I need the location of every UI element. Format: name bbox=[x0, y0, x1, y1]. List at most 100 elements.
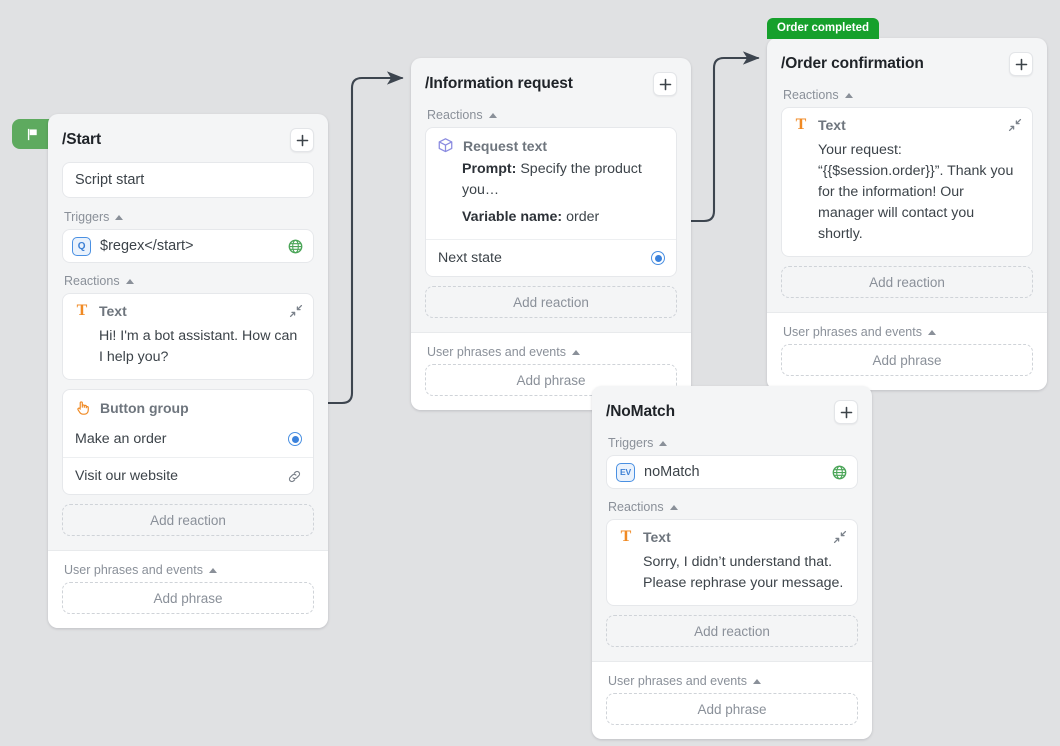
button-item-label: Next state bbox=[438, 250, 502, 267]
field-variable-name-key: Variable name: bbox=[462, 209, 563, 226]
question-badge-icon: Q bbox=[72, 236, 91, 256]
reaction-header: T Text bbox=[63, 294, 313, 324]
plus-icon bbox=[840, 406, 852, 418]
collapse-icon[interactable] bbox=[289, 304, 303, 318]
triggers-section-label-start[interactable]: Triggers bbox=[62, 208, 314, 229]
chevron-up-icon bbox=[659, 440, 668, 446]
node-nomatch[interactable]: /NoMatch Triggers EV noMatch bbox=[592, 386, 872, 740]
button-item-visit-our-website[interactable]: Visit our website bbox=[63, 457, 313, 494]
node-start-body: /Start Script start Triggers Q $regex</s… bbox=[48, 114, 328, 550]
node-order-confirmation[interactable]: Order completed /Order confirmation Reac… bbox=[767, 18, 1047, 391]
user-phrases-section-label-information-request[interactable]: User phrases and events bbox=[425, 343, 677, 364]
trigger-row-regex[interactable]: Q $regex</start> bbox=[62, 229, 314, 263]
add-reaction-button-start[interactable]: Add reaction bbox=[62, 504, 314, 537]
link-icon[interactable] bbox=[287, 469, 302, 484]
chevron-up-icon bbox=[571, 349, 580, 355]
chevron-up-icon bbox=[669, 504, 678, 510]
user-phrases-label-text: User phrases and events bbox=[427, 345, 566, 360]
triggers-label-text: Triggers bbox=[64, 210, 110, 224]
user-phrases-section-label-nomatch[interactable]: User phrases and events bbox=[606, 672, 858, 693]
chevron-up-icon bbox=[488, 112, 497, 118]
reactions-label-text: Reactions bbox=[608, 500, 664, 514]
reactions-section-label-nomatch[interactable]: Reactions bbox=[606, 498, 858, 519]
radio-selected-icon[interactable] bbox=[288, 432, 302, 447]
triggers-label-text: Triggers bbox=[608, 436, 654, 450]
node-information-request-body: /Information request Reactions Re bbox=[411, 58, 691, 332]
trigger-text: noMatch bbox=[644, 464, 700, 480]
flag-icon bbox=[27, 128, 37, 140]
globe-icon[interactable] bbox=[832, 465, 847, 480]
reaction-text-body: Hi! I'm a bot assistant. How can I help … bbox=[99, 328, 298, 366]
add-block-button-information-request[interactable] bbox=[653, 72, 677, 96]
collapse-icon[interactable] bbox=[833, 530, 847, 544]
reaction-text-body: Your request: “{{$session.order}}”. Than… bbox=[818, 142, 1014, 243]
user-phrases-panel-start: User phrases and events Add phrase bbox=[48, 550, 328, 629]
reaction-name: Text bbox=[643, 529, 671, 545]
reaction-card-text[interactable]: T Text Sorry, I didn’t understand that. … bbox=[606, 519, 858, 607]
button-item-label: Visit our website bbox=[75, 468, 179, 485]
node-start-header: /Start bbox=[62, 126, 314, 162]
node-information-request-header: /Information request bbox=[425, 70, 677, 106]
reaction-text-body: Sorry, I didn’t understand that. Please … bbox=[643, 554, 844, 592]
add-phrase-button-nomatch[interactable]: Add phrase bbox=[606, 693, 858, 726]
add-reaction-button-order-confirmation[interactable]: Add reaction bbox=[781, 266, 1033, 299]
node-order-confirmation-header: /Order confirmation bbox=[781, 50, 1033, 86]
collapse-icon[interactable] bbox=[1008, 118, 1022, 132]
reaction-card-button-group[interactable]: Button group Make an order Visit our web… bbox=[62, 389, 314, 496]
triggers-section-label-nomatch[interactable]: Triggers bbox=[606, 434, 858, 455]
user-phrases-label-text: User phrases and events bbox=[64, 563, 203, 578]
node-nomatch-header: /NoMatch bbox=[606, 398, 858, 434]
page-title-nomatch: /NoMatch bbox=[606, 403, 675, 420]
text-icon: T bbox=[620, 528, 632, 545]
reaction-name: Button group bbox=[100, 399, 189, 416]
add-block-button-order-confirmation[interactable] bbox=[1009, 52, 1033, 76]
add-reaction-button-nomatch[interactable]: Add reaction bbox=[606, 615, 858, 648]
page-title-order-confirmation: /Order confirmation bbox=[781, 55, 924, 72]
request-text-fields: Prompt: Specify the product you… Variabl… bbox=[426, 159, 676, 239]
add-block-button-nomatch[interactable] bbox=[834, 400, 858, 424]
user-phrases-section-label-order-confirmation[interactable]: User phrases and events bbox=[781, 323, 1033, 344]
button-item-next-state[interactable]: Next state bbox=[426, 239, 676, 276]
add-phrase-button-start[interactable]: Add phrase bbox=[62, 582, 314, 615]
node-order-confirmation-body: /Order confirmation Reactions T Text bbox=[767, 38, 1047, 312]
text-icon: T bbox=[795, 116, 807, 133]
reaction-header: T Text bbox=[607, 520, 857, 550]
plus-icon bbox=[1015, 58, 1027, 70]
chevron-up-icon bbox=[844, 92, 853, 98]
reactions-section-label-order-confirmation[interactable]: Reactions bbox=[781, 86, 1033, 107]
trigger-row-nomatch[interactable]: EV noMatch bbox=[606, 455, 858, 489]
globe-icon[interactable] bbox=[288, 239, 303, 254]
chevron-up-icon bbox=[208, 567, 217, 573]
trigger-text: $regex</start> bbox=[100, 238, 194, 254]
node-information-request[interactable]: /Information request Reactions Re bbox=[411, 58, 691, 411]
reaction-card-text[interactable]: T Text Hi! I'm a bot assistant. How can … bbox=[62, 293, 314, 381]
user-phrases-section-label-start[interactable]: User phrases and events bbox=[62, 561, 314, 582]
reaction-card-request-text[interactable]: Request text Prompt: Specify the product… bbox=[425, 127, 677, 278]
button-item-make-an-order[interactable]: Make an order bbox=[63, 421, 313, 457]
field-variable-name-value: order bbox=[566, 209, 600, 226]
add-reaction-button-information-request[interactable]: Add reaction bbox=[425, 286, 677, 319]
add-phrase-button-order-confirmation[interactable]: Add phrase bbox=[781, 344, 1033, 377]
reactions-section-label-information-request[interactable]: Reactions bbox=[425, 106, 677, 127]
reactions-section-label-start[interactable]: Reactions bbox=[62, 272, 314, 293]
reactions-label-text: Reactions bbox=[783, 88, 839, 102]
script-name-input[interactable]: Script start bbox=[62, 162, 314, 198]
node-nomatch-body: /NoMatch Triggers EV noMatch bbox=[592, 386, 872, 661]
add-block-button-start[interactable] bbox=[290, 128, 314, 152]
field-variable-name: Variable name: order bbox=[462, 207, 664, 228]
text-icon: T bbox=[76, 302, 88, 319]
node-start[interactable]: /Start Script start Triggers Q $regex</s… bbox=[48, 114, 328, 629]
radio-selected-icon[interactable] bbox=[651, 251, 665, 266]
chevron-up-icon bbox=[752, 678, 761, 684]
event-badge-icon: EV bbox=[616, 462, 635, 482]
script-name-value: Script start bbox=[75, 172, 145, 188]
chevron-up-icon bbox=[115, 214, 124, 220]
field-prompt: Prompt: Specify the product you… bbox=[462, 159, 664, 201]
field-prompt-key: Prompt: bbox=[462, 161, 517, 177]
reaction-card-text[interactable]: T Text Your request: “{{$session.order}}… bbox=[781, 107, 1033, 258]
chevron-up-icon bbox=[125, 278, 134, 284]
add-phrase-button-information-request[interactable]: Add phrase bbox=[425, 364, 677, 397]
pointer-hand-icon bbox=[77, 401, 89, 415]
button-item-label: Make an order bbox=[75, 431, 167, 448]
